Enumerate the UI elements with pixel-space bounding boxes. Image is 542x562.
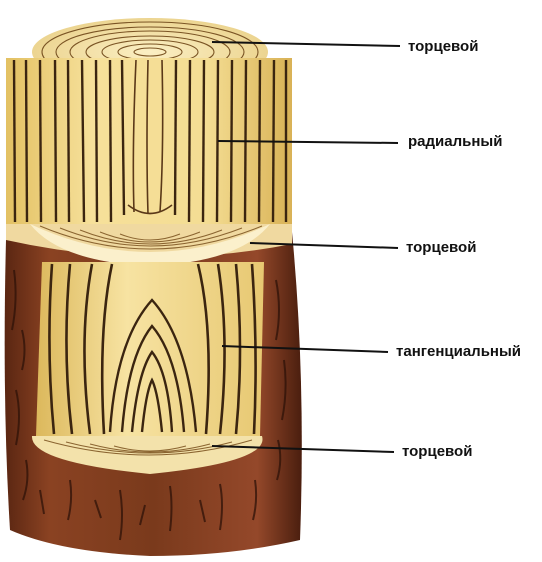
tangential-cut <box>36 262 264 436</box>
label-bottom-end-cut: торцевой <box>402 443 472 461</box>
label-middle-end-cut: торцевой <box>406 239 476 257</box>
label-tangential-cut: тангенциальный <box>396 343 521 361</box>
label-top-end-cut: торцевой <box>408 38 478 56</box>
label-radial-cut: радиальный <box>408 133 502 151</box>
